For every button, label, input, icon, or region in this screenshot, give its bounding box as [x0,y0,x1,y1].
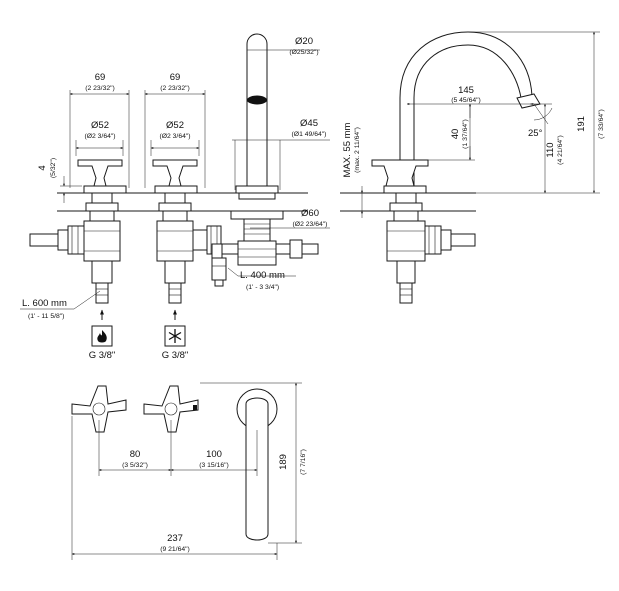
spout-spacing-label: 100 [206,449,222,460]
reach-sublabel: (5 45/64") [451,97,481,104]
handle-dia-left-label: Ø52 [91,120,109,131]
deck-thickness-label: MAX. 55 mm [342,122,353,177]
hot-inlet-size-label: G 3/8" [89,350,116,361]
outlet-height-upper-label: 40 [450,129,461,140]
flange-dia-label: Ø60 [301,208,319,219]
handle-spacing-sublabel: (3 5/32") [122,462,148,469]
handle-width-left-sublabel: (2 23/32") [85,85,115,92]
hot-inlet: G 3/8" [89,309,116,361]
top-dimension-lines [71,382,302,560]
total-width-label: 237 [167,533,183,544]
outlet-height-upper-sublabel: (1 37/64") [462,119,469,149]
handle-dia-left-sublabel: (Ø2 3/64") [84,133,115,140]
handle-dia-right-sublabel: (Ø2 3/64") [159,133,190,140]
left-cross-handle [29,159,127,304]
cold-inlet-size-label: G 3/8" [162,350,189,361]
depth-sublabel: (7 7/16") [300,449,307,475]
handle-dia-right-label: Ø52 [166,120,184,131]
handle-height-sublabel: (5/32") [50,158,57,178]
hose-length-main-label: L. 400 mm [240,270,285,281]
flange-dia-sublabel: (Ø2 23/64") [293,221,328,228]
side-view: 145 (5 45/64") 40 (1 37/64") 110 (4 21/6… [340,31,605,304]
right-cross-handle [152,159,222,304]
handle-width-right-label: 69 [170,72,181,83]
handle-dimension-lines [60,90,206,203]
side-handle [371,159,476,304]
top-view: 80 (3 5/32") 100 (3 15/16") 237 (9 21/64… [71,382,307,560]
top-right-cross-handle [143,385,199,433]
spout-dia-sublabel: (Ø25/32") [289,49,318,56]
top-left-cross-handle [71,385,127,433]
flame-icon [91,325,113,347]
snowflake-icon [164,325,186,347]
total-width-sublabel: (9 21/64") [160,546,190,553]
spout-base-dia-label: Ø45 [300,118,318,129]
spout-base-dia-sublabel: (Ø1 49/64") [292,131,327,138]
outlet-height-label: 110 [545,142,556,157]
total-height-sublabel: (7 33/64") [598,109,605,139]
handle-spacing-label: 80 [130,449,141,460]
spout-dia-label: Ø20 [295,36,313,47]
hose-length-main-sublabel: (1' - 3 3/4") [246,284,279,291]
front-view: 69 (2 23/32") 69 (2 23/32") Ø52 (Ø2 3/64… [20,33,330,361]
hose-length-supply-sublabel: (1' - 11 5/8") [28,313,64,320]
outlet-angle-label: 25° [528,128,543,139]
total-height-label: 191 [576,116,587,132]
center-spout [211,33,319,287]
deck-thickness-sublabel: (max. 2 11/64") [354,127,361,173]
outlet-height-sublabel: (4 21/64") [557,135,564,165]
handle-width-right-sublabel: (2 23/32") [160,85,190,92]
hose-length-supply-label: L. 600 mm [22,298,67,309]
spout-spacing-sublabel: (3 15/16") [199,462,229,469]
handle-height-label: 4 [37,165,48,170]
reach-label: 145 [458,85,474,96]
cold-inlet: G 3/8" [162,309,189,361]
depth-label: 189 [278,454,289,470]
spout-dimension-lines [232,49,330,229]
handle-width-left-label: 69 [95,72,106,83]
side-dimension-lines [361,31,600,218]
